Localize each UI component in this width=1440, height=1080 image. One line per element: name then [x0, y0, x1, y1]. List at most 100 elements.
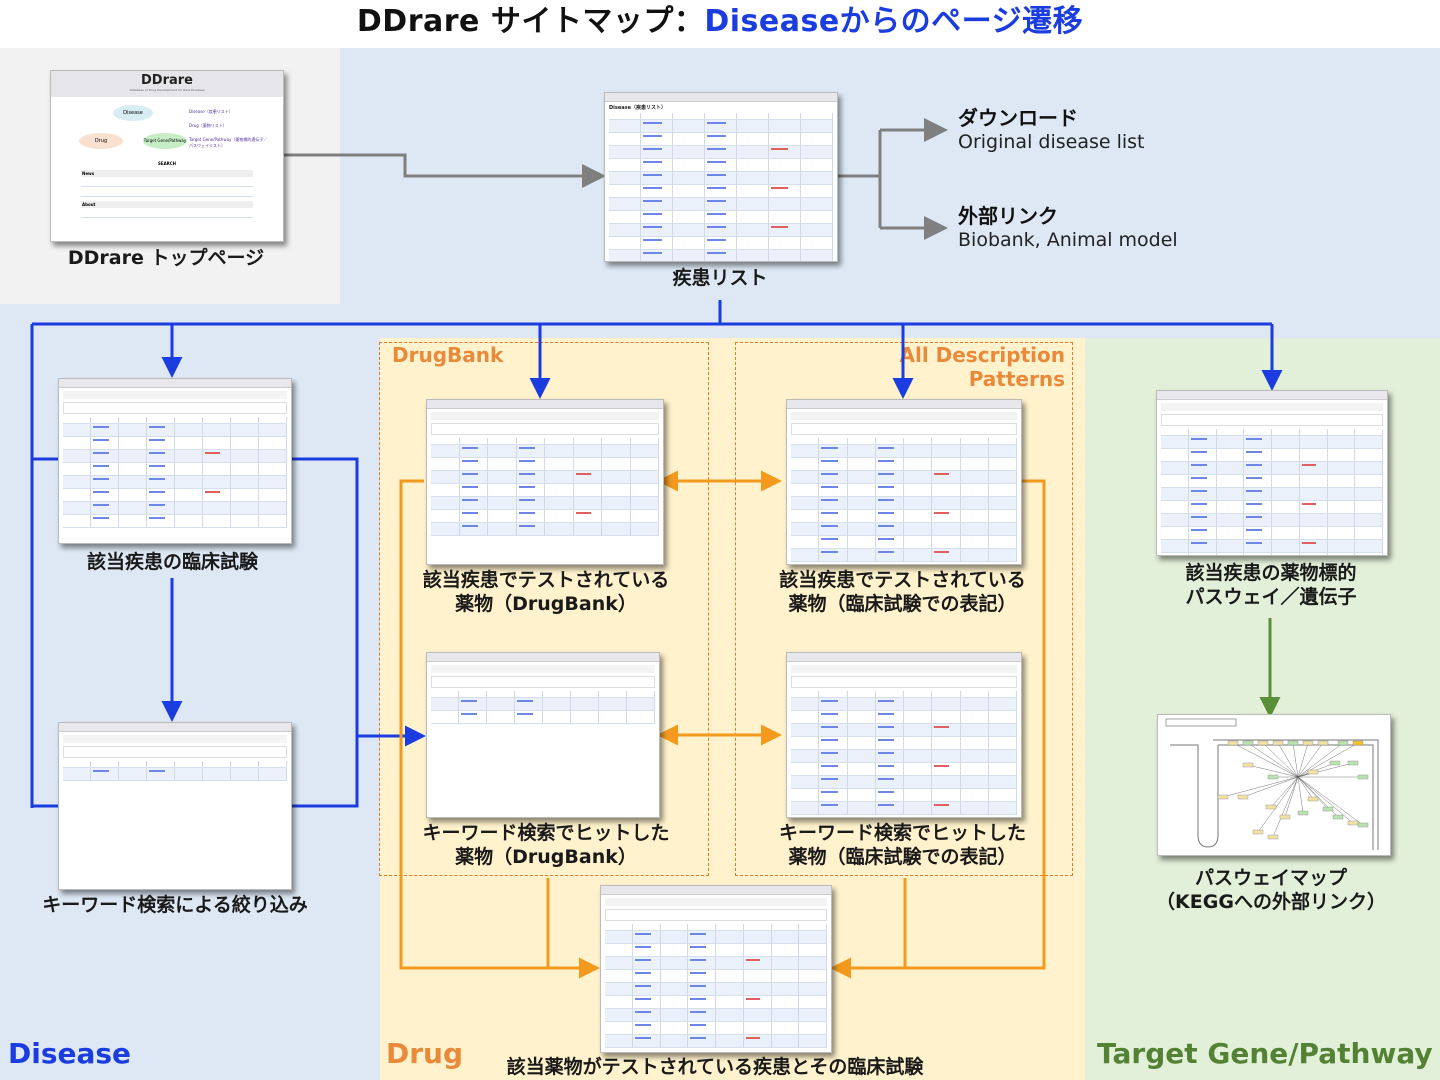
top-page-caption: DDrare トップページ: [67, 247, 265, 269]
thumbnail-row: [791, 458, 1017, 471]
link-target[interactable]: Target Gene/Pathway（薬物標的遺伝子／パスウェイリスト）: [189, 137, 268, 148]
thumbnail-row: [791, 776, 1017, 789]
thumbnail-row: [63, 437, 287, 450]
caption-line1: パスウェイマップ: [1194, 867, 1347, 889]
kegg-edge: [1297, 742, 1359, 778]
clinical-trials-screenshot[interactable]: [58, 378, 292, 544]
drug-diseases-screenshot[interactable]: [600, 885, 832, 1053]
news-label: News: [81, 170, 253, 177]
drug-region-label: Drug: [386, 1037, 464, 1070]
output-download[interactable]: ダウンロード Original disease list: [958, 102, 1145, 153]
kegg-edge: [1232, 742, 1299, 778]
thumbnail-row: [791, 438, 1017, 445]
kegg-edge: [1297, 776, 1354, 824]
caption-line2: 薬物（DrugBank）: [455, 593, 637, 615]
thumbnail-row: [63, 476, 287, 489]
arrow-disease-distribution: [30, 300, 1272, 808]
kegg-edge: [1297, 776, 1314, 800]
arrow-to-outputs: [836, 128, 940, 230]
caption-line1: 該当疾患でテストされている: [779, 569, 1026, 591]
thumbnail-row: [605, 1009, 827, 1022]
thumbnail-row: [1161, 475, 1383, 488]
drugs-drugbank-caption: 該当疾患でテストされている 薬物（DrugBank）: [400, 568, 692, 616]
drugbank-label: DrugBank: [392, 343, 504, 367]
kegg-map-caption: パスウェイマップ （KEGGへの外部リンク）: [1140, 866, 1402, 914]
download-title: ダウンロード: [958, 106, 1078, 130]
caption-line1: キーワード検索でヒットした: [422, 822, 670, 844]
kegg-map-screenshot[interactable]: [1157, 714, 1391, 856]
disease-region-label: Disease: [8, 1037, 132, 1070]
kegg-edge: [1297, 776, 1329, 810]
thumbnail-row: [431, 484, 659, 497]
kegg-gene-node: [1242, 762, 1254, 768]
thumbnail-row: [63, 489, 287, 502]
thumbnail-row: [431, 471, 659, 484]
thumbnail-row: [609, 120, 833, 133]
drugs-drugbank-screenshot[interactable]: [426, 399, 664, 565]
thumbnail-row: [1161, 501, 1383, 514]
kegg-edge: [1270, 776, 1299, 808]
thumbnail-row: [791, 549, 1017, 562]
kegg-gene-node: [1237, 794, 1249, 800]
thumbnail-row: [63, 515, 287, 528]
external-link-title: 外部リンク: [958, 204, 1058, 228]
kw-drugbank-caption: キーワード検索でヒットした 薬物（DrugBank）: [400, 821, 692, 869]
kegg-edge: [1297, 776, 1364, 826]
link-drug[interactable]: Drug（薬物リスト）: [189, 123, 227, 128]
top-page-screenshot[interactable]: DDrare Database of Drug Development for …: [50, 70, 284, 242]
thumbnail-row: [605, 931, 827, 944]
thumbnail-row: [605, 1035, 827, 1048]
title-prefix: DDrare サイトマップ：: [356, 4, 705, 39]
node-target: Target Gene/Pathway: [143, 133, 187, 149]
thumbnail-row: [609, 237, 833, 250]
output-external-link[interactable]: 外部リンク Biobank, Animal model: [958, 200, 1178, 251]
caption-line1: キーワード検索でヒットした: [778, 822, 1026, 844]
kegg-gene-node: [1357, 774, 1369, 780]
thumbnail-row: [63, 761, 287, 768]
thumbnail-row: [791, 484, 1017, 497]
kegg-gene-node: [1267, 774, 1279, 780]
thumbnail-row: [63, 463, 287, 476]
link-disease[interactable]: Disease（疾患リスト）: [189, 109, 233, 114]
disease-list-screenshot[interactable]: Disease（疾患リスト）: [604, 92, 838, 262]
thumbnail-row: [791, 724, 1017, 737]
kegg-gene-node: [1257, 740, 1269, 746]
all-patterns-label-line2: Patterns: [968, 367, 1065, 391]
thumbnail-row: [63, 502, 287, 515]
thumbnail-row: [431, 438, 659, 445]
kegg-gene-node: [1347, 760, 1359, 766]
thumbnail-row: [605, 944, 827, 957]
caption-line1: 該当疾患でテストされている: [422, 569, 670, 591]
disease-list-caption: 疾患リスト: [672, 267, 768, 289]
thumbnail-row: [1161, 429, 1383, 436]
keyword-filter-screenshot[interactable]: [58, 722, 292, 890]
thumbnail-row: [609, 250, 833, 261]
about-label: About: [81, 201, 253, 208]
thumbnail-row: [791, 737, 1017, 750]
thumbnail-row: [609, 113, 833, 120]
kegg-edge: [1257, 776, 1299, 833]
target-pathway-screenshot[interactable]: [1156, 390, 1388, 556]
kegg-gene-node: [1322, 806, 1334, 812]
thumbnail-row: [791, 523, 1017, 536]
keyword-filter-caption: キーワード検索による絞り込み: [42, 894, 308, 916]
ddrare-logo: DDrare: [141, 73, 193, 88]
kw-all-patterns-screenshot[interactable]: [786, 652, 1022, 818]
thumbnail-row: [1161, 436, 1383, 449]
drugs-all-patterns-screenshot[interactable]: [786, 399, 1022, 565]
kegg-edge: [1247, 764, 1299, 778]
thumbnail-row: [791, 711, 1017, 724]
kegg-gene-node: [1267, 834, 1279, 840]
kegg-edge: [1297, 742, 1324, 778]
kegg-gene-node: [1317, 740, 1329, 746]
thumbnail-row: [63, 450, 287, 463]
title-accent: Diseaseからのページ遷移: [704, 4, 1084, 39]
thumbnail-row: [791, 691, 1017, 698]
thumbnail-row: [1161, 527, 1383, 540]
thumbnail-row: [609, 172, 833, 185]
kegg-gene-node: [1302, 740, 1314, 746]
kw-drugbank-screenshot[interactable]: [426, 652, 660, 818]
thumbnail-row: [791, 750, 1017, 763]
thumbnail-row: [605, 970, 827, 983]
thumbnail-row: [605, 983, 827, 996]
